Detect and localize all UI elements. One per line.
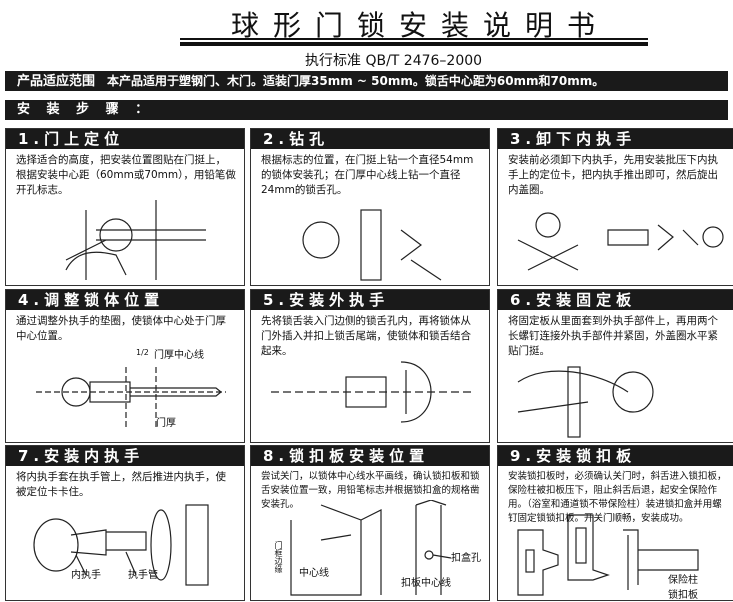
fixing-plate-illustration <box>517 366 654 438</box>
step-title: 3.卸下内执手 <box>498 129 733 149</box>
scope-bar: 产品适应范围本产品适用于塑钢门、木门。适装门厚35mm ~ 50mm。锁舌中心距… <box>5 71 728 91</box>
steps-heading: 安 装 步 骤 ： <box>5 100 728 120</box>
center-line-label: 中心线 <box>299 568 329 579</box>
step-text: 根据标志的位置，在门挺上钻一个直径54mm的锁体安装孔；在门厚中心线上钻一个直径… <box>261 154 474 196</box>
step-panel-7: 7.安装内执手 将内执手套在执手管上，然后推进内执手，使被定位卡卡住。 内执手 … <box>5 445 245 601</box>
step-title: 5.安装外执手 <box>251 290 489 310</box>
page-title: 球形门锁安装说明书 <box>230 9 609 42</box>
step-panel-9: 9.安装锁扣板 安装锁扣板时，必须确认关门时，斜舌进入锁扣板，保险柱被扣板压下，… <box>497 445 733 601</box>
step-title: 8.锁扣板安装位置 <box>251 446 489 466</box>
step-text: 通过调整外执手的垫圈，使锁体中心处于门厚中心位置。 <box>16 315 226 342</box>
step-text: 安装前必须卸下内执手，先用安装批压下内执手上的定位卡，把内执手推出即可，然后旋出… <box>508 154 718 196</box>
outer-knob-illustration <box>271 361 471 423</box>
drilling-illustration <box>302 209 442 281</box>
lock-position-illustration <box>36 367 226 427</box>
step-title: 6.安装固定板 <box>498 290 733 310</box>
box-hole-label: 扣盒孔 <box>451 553 481 564</box>
standard-number: 执行标准 QB/T 2476–2000 <box>305 53 483 69</box>
strike-plate-label: 锁扣板 <box>668 590 698 601</box>
step-title: 4.调整锁体位置 <box>6 290 244 310</box>
step-panel-3: 3.卸下内执手 安装前必须卸下内执手，先用安装批压下内执手上的定位卡，把内执手推… <box>497 128 733 286</box>
step-panel-1: 1.门上定位 选择适合的高度，把安装位置图贴在门挺上，根据安装中心距（60mm或… <box>5 128 245 286</box>
title-rule-thick <box>180 42 648 46</box>
step-panel-5: 5.安装外执手 先将锁舌装入门边侧的锁舌孔内，再将锁体从门外插入并扣上锁舌尾端，… <box>250 289 490 443</box>
title-rule <box>180 38 648 40</box>
step-title: 1.门上定位 <box>6 129 244 149</box>
inner-knob-illustration <box>33 504 209 586</box>
step-panel-2: 2.钻孔 根据标志的位置，在门挺上钻一个直径54mm的锁体安装孔；在门厚中心线上… <box>250 128 490 286</box>
step-text: 将内执手套在执手管上，然后推进内执手，使被定位卡卡住。 <box>16 471 226 498</box>
frame-edge-label: 门框边缘 <box>274 541 283 573</box>
strike-install-illustration <box>517 514 699 596</box>
door-center-line-label: 门厚中心线 <box>154 350 204 361</box>
strike-position-illustration <box>290 500 452 596</box>
scope-text: 本产品适用于塑钢门、木门。适装门厚35mm ~ 50mm。锁舌中心距为60mm和… <box>107 74 605 88</box>
plate-center-line-label: 扣板中心线 <box>401 578 451 589</box>
step-text: 先将锁舌装入门边侧的锁舌孔内，再将锁体从门外插入并扣上锁舌尾端，使锁体和锁舌结合… <box>261 315 471 357</box>
remove-knob-illustration <box>517 212 724 271</box>
door-marking-illustration <box>65 200 206 280</box>
safety-pin-label: 保险柱 <box>668 575 698 586</box>
scope-label: 产品适应范围 <box>17 74 96 89</box>
step-title: 2.钻孔 <box>251 129 489 149</box>
inner-knob-label: 内执手 <box>71 570 101 581</box>
half-label: 1/2 <box>136 348 149 357</box>
step-panel-4: 4.调整锁体位置 通过调整外执手的垫圈，使锁体中心处于门厚中心位置。 1/2 门… <box>5 289 245 443</box>
step-text: 尝试关门，以锁体中心线水平画线，确认锁扣板和锁舌安装位置一致，用铅笔标志并根据锁… <box>261 471 480 510</box>
door-thickness-label: 门厚 <box>156 418 176 429</box>
step-text: 将固定板从里面套到外执手部件上，再用两个长螺钉连接外执手部件并紧固，外盖圈水平紧… <box>508 315 718 357</box>
step-title: 7.安装内执手 <box>6 446 244 466</box>
knob-tube-label: 执手管 <box>128 570 158 581</box>
step-text: 安装锁扣板时，必须确认关门时，斜舌进入锁扣板，保险柱被扣板压下，阻止斜舌后退，起… <box>508 471 727 524</box>
step-text: 选择适合的高度，把安装位置图贴在门挺上，根据安装中心距（60mm或70mm），用… <box>16 154 236 196</box>
step-panel-6: 6.安装固定板 将固定板从里面套到外执手部件上，再用两个长螺钉连接外执手部件并紧… <box>497 289 733 443</box>
step-title: 9.安装锁扣板 <box>498 446 733 466</box>
step-panel-8: 8.锁扣板安装位置 尝试关门，以锁体中心线水平画线，确认锁扣板和锁舌安装位置一致… <box>250 445 490 601</box>
